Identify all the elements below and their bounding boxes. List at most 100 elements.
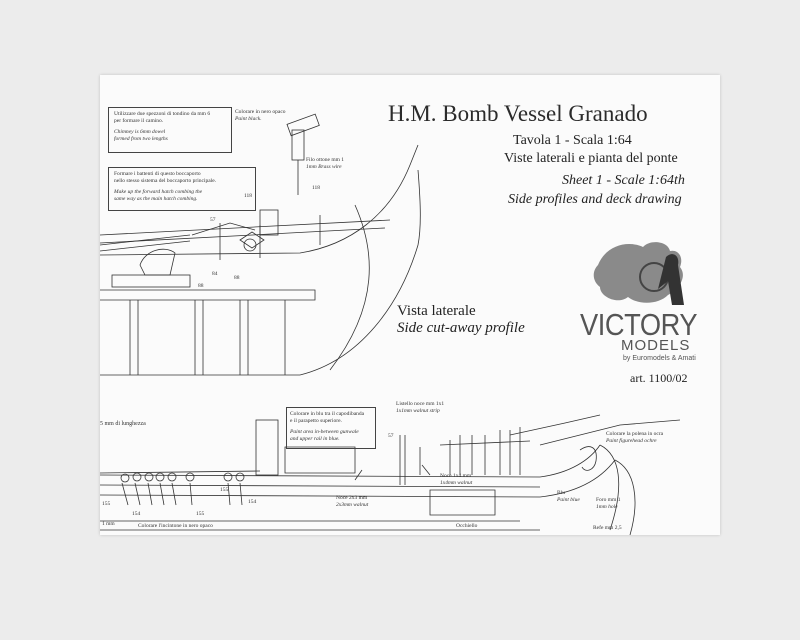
subtitle-english-scale: Sheet 1 - Scale 1:64th	[562, 173, 685, 188]
part-number: 88	[234, 275, 240, 281]
paint-black-en: Paint black.	[235, 116, 262, 122]
victory-models-logo-graphic	[593, 242, 684, 305]
helmsman-silhouette	[658, 254, 684, 305]
plan-title: H.M. Bomb Vessel Granado	[388, 101, 648, 126]
part-number: 57	[388, 433, 394, 439]
blue-note-it-1: Colorare in blu tra il capodibanda	[290, 411, 365, 417]
chimney-note: Utilizzare due spezzoni di tondino da mm…	[114, 111, 210, 143]
rail-box	[284, 446, 356, 474]
article-number: art. 1100/02	[630, 371, 688, 385]
blue-note-box	[286, 407, 376, 449]
figurehead	[579, 446, 597, 471]
beam	[100, 289, 316, 301]
gun-port	[132, 472, 142, 482]
refe-note: Refe mm 2,5	[593, 525, 622, 531]
polena-en: Paint figurehead ochre	[606, 438, 657, 444]
chimney-top	[286, 113, 320, 137]
gun-rail	[100, 470, 261, 474]
rigging-line-lower	[509, 414, 601, 436]
hatch-note-it-2: nello stesso sistema del boccaporto prin…	[114, 178, 217, 184]
part-number: 118	[244, 193, 253, 199]
hatch-note-en-1: Make up the forward hatch combing the	[114, 189, 203, 195]
blu-note: Blu Paint blue	[557, 490, 580, 504]
part-number: 155	[220, 487, 229, 493]
lower-hull-line-2	[100, 484, 541, 488]
part-number: 57	[210, 217, 216, 223]
subtitle-english-description: Side profiles and deck drawing	[508, 192, 682, 207]
bow-curve-2	[614, 459, 636, 535]
listello-note: Listello noce mm 1x1 1x1mm walnut strip	[396, 401, 444, 415]
foro-it: Foro mm 1	[596, 497, 621, 503]
gun-port	[223, 472, 233, 482]
mm-note: 1 mm	[102, 521, 115, 527]
blue-note-en-2: and upper rail in blue.	[290, 436, 340, 442]
gun-port	[235, 472, 245, 482]
stanchions	[419, 427, 521, 475]
noce14-it: Noce 1x4 mm	[440, 473, 472, 479]
hatch-note-box	[108, 167, 256, 211]
hatch	[259, 209, 279, 236]
blue-note-it-2: e il parapetto superiore.	[290, 418, 342, 424]
polena-it: Colorare la polena in ocra	[606, 431, 664, 437]
view-label-italian: Vista laterale	[397, 303, 476, 319]
gun-port	[155, 472, 165, 482]
drawing-sheet: H.M. Bomb Vessel Granado Tavola 1 - Scal…	[100, 75, 720, 535]
bow-sprit	[539, 419, 681, 446]
gun-port	[120, 473, 130, 483]
logo-victory: VICTORY	[580, 307, 698, 342]
hull-profile-line	[100, 144, 419, 256]
europe-map-shape	[593, 242, 683, 303]
funnel	[255, 419, 279, 476]
hatch-note-en-2: same way as the main hatch combing.	[114, 196, 198, 202]
hull-stem-curve	[299, 169, 421, 376]
chimney-note-en-1: Chimney is 6mm dowel	[114, 129, 166, 135]
deck-line-2	[100, 227, 386, 244]
deck-rail	[439, 440, 531, 446]
mast	[399, 435, 406, 485]
lower-hull-line	[100, 444, 601, 478]
hatch-note-it-1: Formare i battenti di questo boccaporto	[114, 171, 201, 177]
noce14-en: 1x4mm walnut	[440, 480, 473, 486]
noce23-en: 2x3mm walnut	[336, 502, 369, 508]
spar	[100, 234, 191, 252]
part-number: 88	[198, 283, 204, 289]
hatch-note: Formare i battenti di questo boccaporto …	[114, 171, 216, 203]
rail-box-2	[429, 489, 496, 516]
rigging	[191, 222, 256, 236]
chimney-note-it-1: Utilizzare due spezzoni di tondino da mm…	[114, 111, 211, 117]
paint-black-it: Colorare in nero opaco	[235, 109, 286, 115]
post	[129, 300, 286, 375]
brass-note: Filo ottone mm 1 1mm Brass wire	[306, 157, 344, 171]
blue-note-en-1: Paint area in-between gunwale	[290, 429, 359, 435]
subtitle-italian-description: Viste laterali e pianta del ponte	[504, 151, 678, 166]
leader	[354, 464, 431, 481]
incintone-note: Colorare l'incintone in nero opaco	[138, 523, 213, 529]
length-note: 5 mm di lunghezza	[100, 421, 146, 427]
gun-row	[120, 472, 245, 506]
occhiello-note: Occhiello	[456, 523, 478, 529]
gun-port	[144, 472, 154, 482]
foro-en: 1mm hole	[596, 504, 618, 510]
listello-it: Listello noce mm 1x1	[396, 401, 445, 407]
part-number: 155	[196, 511, 205, 517]
listello-en: 1x1mm walnut strip	[396, 408, 440, 414]
brass-it: Filo ottone mm 1	[306, 157, 345, 163]
noce14-note: Noce 1x4 mm 1x4mm walnut	[440, 473, 472, 487]
logo-byline: by Euromodels & Amati	[623, 355, 696, 362]
part-number: 154	[132, 511, 141, 517]
paint-black-note: Colorare in nero opaco Paint black.	[235, 109, 286, 123]
capstan	[239, 231, 265, 249]
logo-models: MODELS	[621, 337, 691, 354]
part-number: 84	[212, 271, 218, 277]
subtitle-italian-scale: Tavola 1 - Scala 1:64	[513, 133, 632, 148]
gun-port	[185, 472, 195, 482]
chimney-note-en-2: formed from two lengths	[114, 136, 168, 142]
blue-note: Colorare in blu tra il capodibanda e il …	[290, 411, 364, 443]
chimney-note-box	[108, 107, 232, 153]
blu-it: Blu	[557, 490, 565, 496]
polena-note: Colorare la polena in ocra Paint figureh…	[606, 431, 663, 445]
part-number: 155	[102, 501, 111, 507]
gun-barrel	[121, 482, 243, 506]
lower-hull-line-3	[100, 459, 616, 498]
blu-en: Paint blue	[557, 497, 580, 503]
